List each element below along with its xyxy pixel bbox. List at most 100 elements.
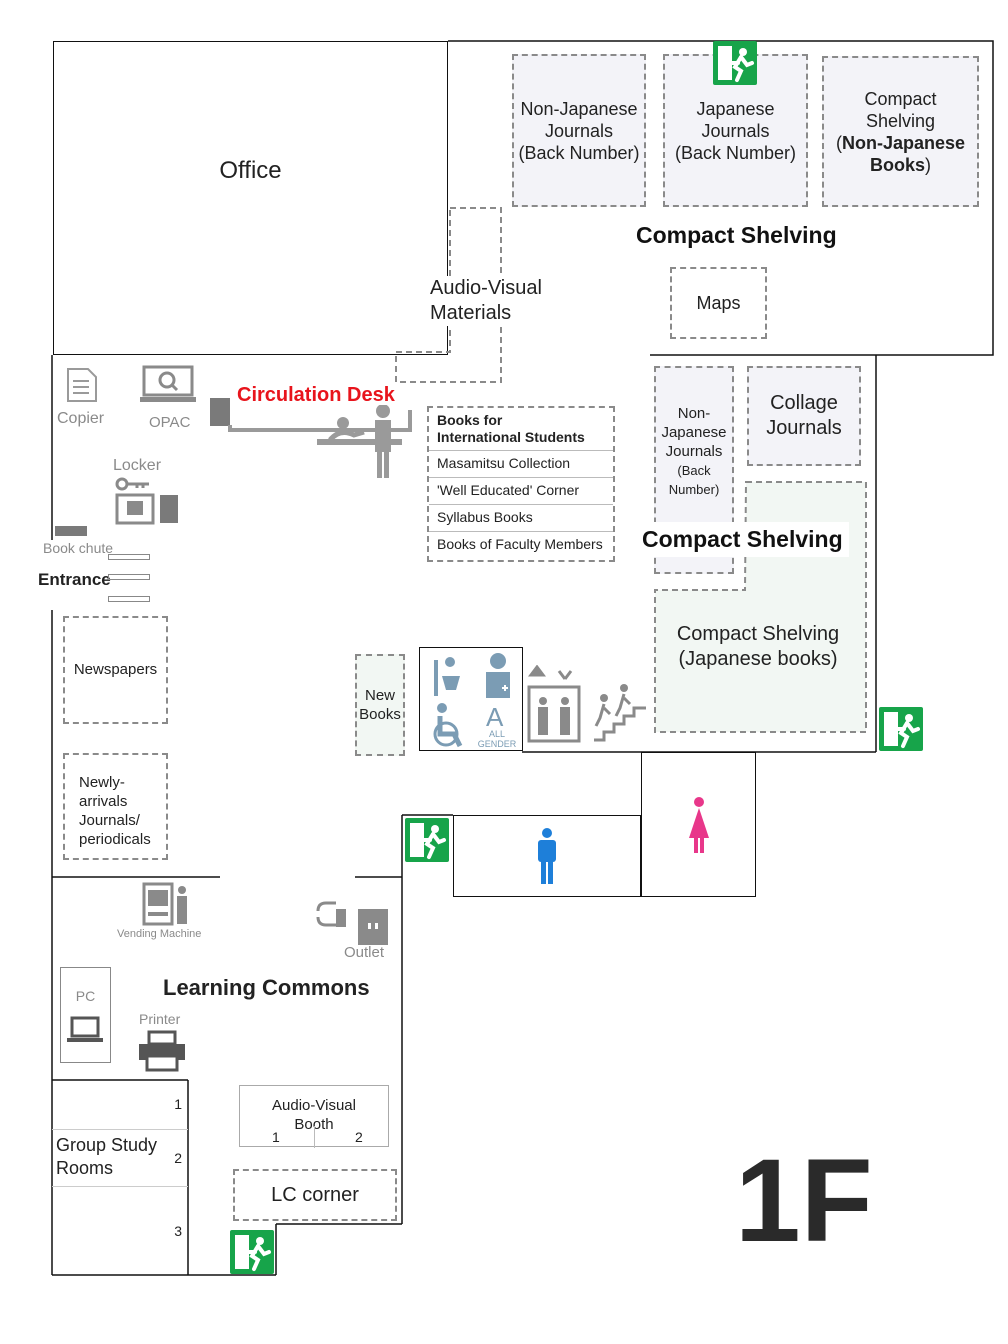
label-line: Journals: [766, 417, 842, 439]
compact-shelving-heading: Compact Shelving: [636, 222, 837, 248]
label-line: Japanese: [661, 424, 727, 441]
label-line: Non-Japanese: [520, 98, 638, 119]
label-line: Japanese: [696, 98, 775, 119]
label-line: Books: [359, 706, 401, 723]
label-line: Journals/: [79, 812, 140, 829]
bold-text: Non-Japanese: [841, 132, 966, 153]
label-line: Collage: [770, 392, 838, 414]
entrance-label: Entrance: [38, 570, 111, 589]
pc-station[interactable]: PC: [60, 967, 111, 1063]
label-line: arrivals: [79, 793, 128, 810]
male-icon: [538, 828, 556, 884]
book-chute-label: Book chute: [43, 540, 114, 556]
nonjp-journals-back-shelf: Non-Japanese Journals (Back Number): [512, 54, 646, 207]
maps-label: Maps: [696, 293, 741, 313]
label-line: International Students: [437, 429, 585, 445]
all-gender-letter: A: [486, 702, 504, 732]
av-booth[interactable]: Audio-Visual Booth 1 2: [239, 1085, 389, 1148]
compact-shelving-heading-2: Compact Shelving: [636, 522, 849, 557]
room-number: 1: [174, 1096, 182, 1112]
group-study-room[interactable]: 3: [52, 1187, 188, 1275]
intl-title: Books for International Students: [429, 408, 613, 450]
compact-nonjp-books-shelf: Compact Shelving (Non-Japanese Books): [822, 56, 979, 207]
emergency-exit-icon: [230, 1230, 274, 1274]
newspapers-label: Newspapers: [73, 661, 158, 678]
elevator-icon: [527, 664, 583, 750]
collage-journals-shelf: Collage Journals: [747, 366, 861, 466]
newspapers-shelf: Newspapers: [63, 616, 168, 724]
label-line: Audio-Visual: [272, 1097, 356, 1114]
lc-corner: LC corner: [233, 1169, 397, 1221]
female-toilet: [641, 752, 756, 897]
vending-machine-label: Vending Machine: [117, 928, 202, 940]
office-room: Office: [53, 41, 448, 355]
label-line: Audio-Visual: [430, 277, 542, 299]
intl-item: 'Well Educated' Corner: [429, 477, 613, 504]
intl-item: Syllabus Books: [429, 504, 613, 531]
outlet-icon: [316, 901, 390, 952]
printer-icon[interactable]: [137, 1030, 187, 1077]
office-label: Office: [219, 157, 282, 184]
intl-item: Masamitsu Collection: [429, 450, 613, 477]
label-line: Materials: [430, 302, 512, 324]
label-line: Non-: [677, 405, 711, 422]
emergency-exit-icon: [879, 707, 923, 751]
paren-open: (: [835, 132, 842, 153]
maps-shelf: Maps: [670, 267, 767, 339]
compact-jp-books-label: Compact Shelving (Japanese books): [655, 612, 861, 682]
label-line: Rooms: [56, 1158, 114, 1178]
female-icon: [688, 796, 709, 853]
label-line: (Back Number): [668, 463, 720, 497]
group-study-room[interactable]: 1: [52, 1080, 188, 1130]
opac-label: OPAC: [149, 414, 191, 431]
pc-label: PC: [75, 988, 96, 1004]
group-study-room[interactable]: Group Study Rooms 2: [52, 1130, 188, 1187]
label-line: Books for: [437, 412, 503, 428]
booth-number: 1: [272, 1129, 280, 1145]
stairs-icon: [592, 682, 648, 747]
label-line: Newly-: [79, 774, 125, 791]
book-chute-slot: [55, 526, 87, 536]
circulation-desk-label: Circulation Desk: [237, 384, 395, 406]
emergency-exit-icon: [405, 818, 449, 862]
av-materials-label: Audio-Visual Materials: [430, 276, 544, 326]
accessible-toilet-icons: [433, 653, 510, 748]
entrance-door[interactable]: [108, 554, 150, 604]
label-line: (Non-Japanese: [836, 132, 965, 154]
label-line: (Back Number): [674, 142, 797, 163]
jp-journals-back-shelf: Japanese Journals (Back Number): [663, 54, 808, 207]
label-line: New: [364, 687, 395, 704]
paren-close: ): [925, 154, 931, 175]
emergency-exit-icon: [713, 41, 757, 85]
label-line: Journals: [665, 443, 723, 460]
newly-arrivals-shelf: Newly- arrivals Journals/ periodicals: [63, 753, 168, 860]
copier-label: Copier: [57, 410, 105, 427]
label-line: (Japanese books): [678, 648, 838, 670]
printer-label: Printer: [139, 1011, 181, 1027]
label-line: GENDER: [477, 739, 517, 749]
new-books-shelf: New Books: [355, 654, 405, 756]
vending-machine-icon: [142, 882, 190, 931]
label-line: ALL: [488, 729, 505, 739]
compact-jp-outline: [654, 481, 867, 733]
outlet-label: Outlet: [344, 944, 385, 961]
locker-label: Locker: [113, 457, 162, 474]
learning-commons-label: Learning Commons: [163, 975, 370, 1000]
label-line: Group Study: [56, 1135, 158, 1155]
booth-number: 2: [355, 1129, 363, 1145]
label-line: Shelving: [865, 110, 936, 131]
group-study-rooms: 1 Group Study Rooms 2 3: [52, 1080, 188, 1275]
lc-corner-label: LC corner: [271, 1184, 359, 1206]
multipurpose-toilet: A ALL GENDER: [419, 647, 523, 751]
label-line: (Back Number): [518, 142, 640, 163]
label-line: Compact Shelving: [676, 623, 840, 645]
label-line: Journals: [544, 120, 614, 141]
bold-text: Books: [869, 154, 925, 175]
male-toilet: [453, 815, 641, 897]
copier-icon: [62, 365, 102, 410]
av-booth-label: Audio-Visual Booth: [240, 1096, 388, 1134]
locker-icon: [115, 477, 185, 530]
room-number: 2: [174, 1150, 182, 1166]
pc-icon: [67, 1016, 103, 1042]
